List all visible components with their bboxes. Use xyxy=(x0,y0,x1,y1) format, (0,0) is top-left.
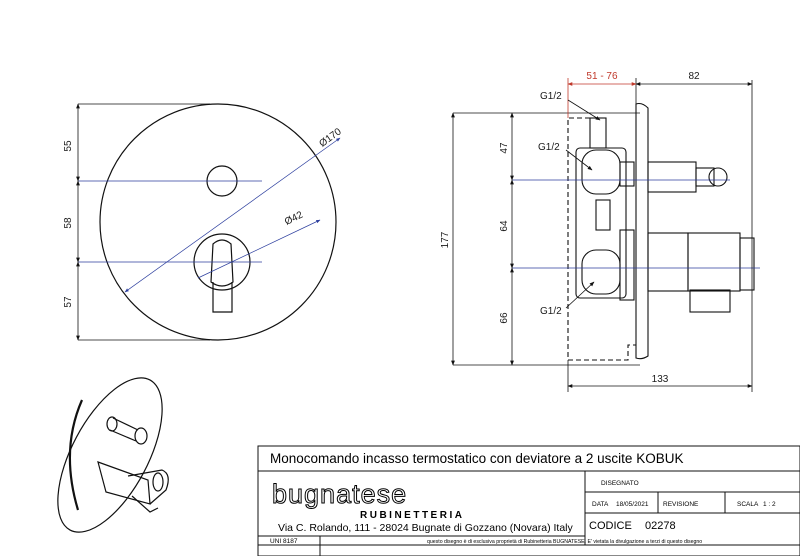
dim-dia42: Ø42 xyxy=(283,209,305,227)
valve-body xyxy=(575,147,627,299)
side-red-dimension xyxy=(567,78,637,118)
thread-label-upper: G1/2 xyxy=(538,142,560,153)
codice-value: 02278 xyxy=(645,520,676,532)
upper-spindle xyxy=(647,161,697,193)
company-address: Via C. Rolando, 111 - 28024 Bugnate di G… xyxy=(278,522,574,534)
iso-cover-plate xyxy=(57,377,163,533)
cover-plate-outline xyxy=(99,103,337,341)
front-dimension-lines xyxy=(76,103,210,341)
scala-value: 1 : 2 xyxy=(763,501,776,508)
lever-handle xyxy=(210,239,234,313)
brand-subtitle: RUBINETTERIA xyxy=(360,510,464,521)
iso-lever xyxy=(97,461,169,513)
leader-lines xyxy=(565,99,601,309)
lever-body xyxy=(647,232,689,292)
drawing-title: Monocomando incasso termostatico con dev… xyxy=(270,451,683,466)
thread-label-lower: G1/2 xyxy=(540,306,562,317)
side-view xyxy=(567,102,755,361)
dim-47: 47 xyxy=(499,142,510,154)
side-body-dashed xyxy=(567,117,636,361)
revisione-label: REVISIONE xyxy=(663,501,699,508)
dim-57: 57 xyxy=(63,296,74,308)
dim-177: 177 xyxy=(440,231,451,248)
front-centerlines xyxy=(78,137,341,293)
dim-66: 66 xyxy=(499,312,510,324)
thread-label-top: G1/2 xyxy=(540,91,562,102)
dim-133: 133 xyxy=(652,374,669,385)
side-centerlines xyxy=(512,179,760,269)
side-dimension-lines xyxy=(451,78,753,392)
side-cover-plate xyxy=(635,102,649,360)
data-label: DATA xyxy=(592,501,609,508)
brand-logo-text: bugnatese xyxy=(272,479,407,509)
scala-label: SCALA xyxy=(737,501,759,508)
dim-64: 64 xyxy=(499,220,510,232)
disclaimer-text: questo disegno è di esclusiva proprietà … xyxy=(427,539,702,545)
iso-upper-knob xyxy=(106,416,148,445)
front-view xyxy=(99,103,337,341)
dim-82: 82 xyxy=(688,71,700,82)
isometric-view xyxy=(57,377,169,533)
title-block xyxy=(257,445,800,556)
codice-label: CODICE xyxy=(589,520,632,532)
dim-55: 55 xyxy=(63,140,74,152)
disegnato-label: DISEGNATO xyxy=(601,480,639,487)
dim-58: 58 xyxy=(63,217,74,229)
dim-dia170: Ø170 xyxy=(317,126,344,150)
uni-standard: UNI 8187 xyxy=(270,538,298,545)
data-value: 18/05/2021 xyxy=(616,501,649,508)
dim-51-76: 51 - 76 xyxy=(586,71,618,82)
